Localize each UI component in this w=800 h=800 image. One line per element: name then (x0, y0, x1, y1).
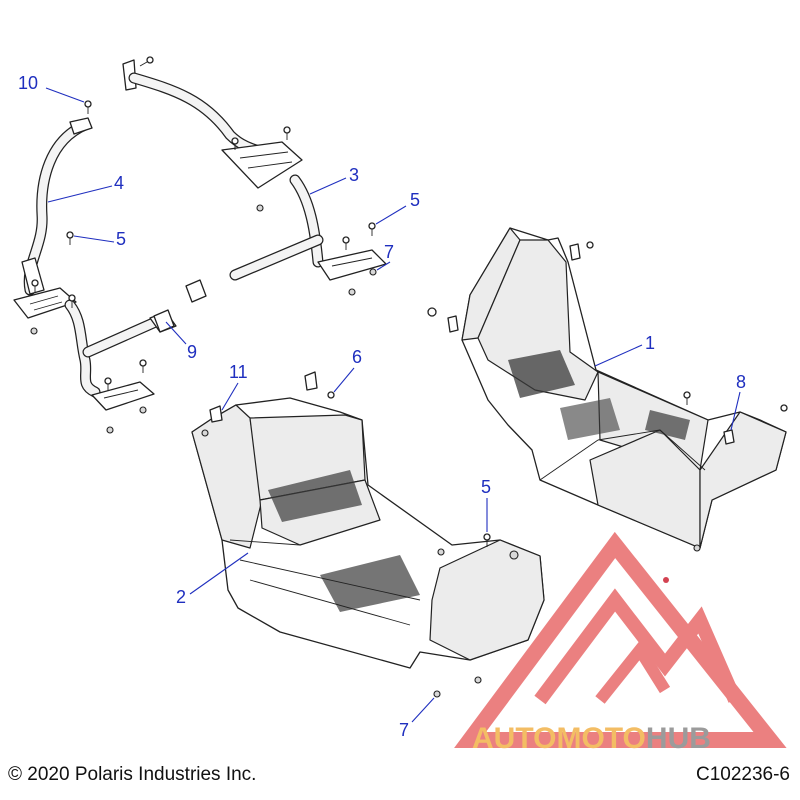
nut-7b (433, 690, 441, 698)
part-4-left-bar (13, 117, 177, 411)
watermark-logo: AUTOMOTOHUB (454, 531, 787, 755)
watermark-brand: AUTOMOTOHUB (472, 722, 711, 755)
nut-3 (256, 204, 264, 212)
svg-text:4: 4 (114, 173, 124, 193)
callout-11: 11 (221, 362, 248, 411)
svg-text:10: 10 (18, 73, 38, 93)
bolt-1a (427, 307, 437, 317)
bolt-3c (342, 236, 350, 250)
svg-text:2: 2 (176, 587, 186, 607)
bolt-10 (84, 100, 92, 114)
clip-1a (447, 315, 459, 333)
clip-1b (569, 243, 581, 261)
bolt-top (139, 56, 154, 67)
callout-7b: 7 (399, 697, 435, 740)
clip-11 (209, 405, 223, 423)
bolt-5b (66, 231, 74, 245)
watermark-brand-left: AUTOMOTO (472, 722, 646, 755)
part-1-right-floor (461, 227, 787, 549)
callout-4: 4 (47, 173, 124, 203)
nut-2c (474, 676, 482, 684)
callout-3: 3 (309, 165, 359, 195)
svg-text:7: 7 (384, 242, 394, 262)
svg-text:11: 11 (229, 362, 248, 382)
nut-2 (201, 429, 209, 437)
nut-3b (348, 288, 356, 296)
callout-6: 6 (333, 347, 362, 393)
callout-5b: 5 (375, 190, 420, 225)
bolt-4b (68, 294, 76, 308)
nut-4c (106, 426, 114, 434)
bolt-3b (231, 137, 239, 150)
svg-text:6: 6 (352, 347, 362, 367)
svg-text:5: 5 (410, 190, 420, 210)
callout-9: 9 (165, 321, 197, 362)
svg-text:8: 8 (736, 372, 746, 392)
svg-text:3: 3 (349, 165, 359, 185)
nut-2b (437, 548, 445, 556)
watermark-brand-right: HUB (646, 722, 711, 755)
bolt-1b (586, 241, 594, 249)
part-3-right-bar (122, 59, 387, 281)
svg-text:7: 7 (399, 720, 409, 740)
callout-2: 2 (176, 552, 249, 607)
part-9-bushings (153, 279, 207, 333)
nut-7a (369, 268, 377, 276)
nut-4b (139, 406, 147, 414)
figure-code: C102236-6 (695, 764, 790, 785)
callout-1: 1 (594, 333, 655, 367)
part-2-left-floor (191, 397, 545, 669)
bolt-4d (104, 377, 112, 391)
footrest-grip-left (268, 470, 420, 612)
copyright-text: © 2020 Polaris Industries Inc. (8, 764, 257, 785)
callout-10: 10 (18, 73, 85, 103)
footrest-grip-right (508, 350, 690, 440)
fasteners (30, 56, 788, 698)
svg-text:5: 5 (481, 477, 491, 497)
clip-2 (509, 550, 519, 560)
clip-6a (304, 371, 318, 391)
bolt-1c (683, 391, 691, 405)
bolt-1d (780, 404, 788, 412)
callouts: 10 4 5 3 5 7 9 11 (18, 73, 746, 740)
nut-4 (30, 327, 38, 335)
svg-text:5: 5 (116, 229, 126, 249)
bolt-4a (31, 279, 39, 293)
svg-text:9: 9 (187, 342, 197, 362)
bolt-5c (483, 533, 491, 547)
bolt-3a (283, 126, 291, 140)
callout-5c: 5 (481, 477, 491, 532)
clip-8 (723, 429, 735, 445)
bolt-4c (139, 359, 147, 373)
bolt-5a (368, 222, 376, 236)
callout-8: 8 (730, 372, 746, 431)
bolt-6 (327, 391, 335, 399)
svg-text:1: 1 (645, 333, 655, 353)
callout-7a: 7 (376, 242, 394, 271)
nut-1 (693, 544, 701, 552)
callout-5a: 5 (73, 229, 126, 249)
